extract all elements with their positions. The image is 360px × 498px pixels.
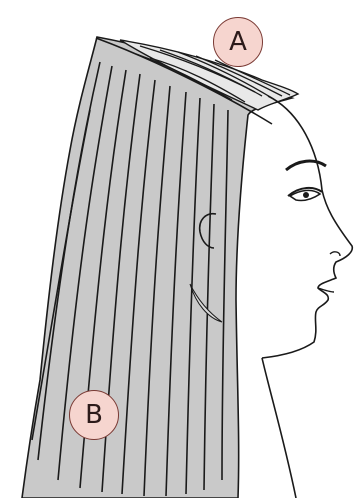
marker-a-label: A bbox=[229, 29, 247, 55]
marker-b: B bbox=[69, 390, 119, 440]
marker-a: A bbox=[213, 17, 263, 67]
eye bbox=[288, 188, 322, 201]
eyebrow bbox=[286, 161, 326, 170]
nostril bbox=[330, 252, 340, 256]
marker-b-label: B bbox=[85, 402, 103, 428]
